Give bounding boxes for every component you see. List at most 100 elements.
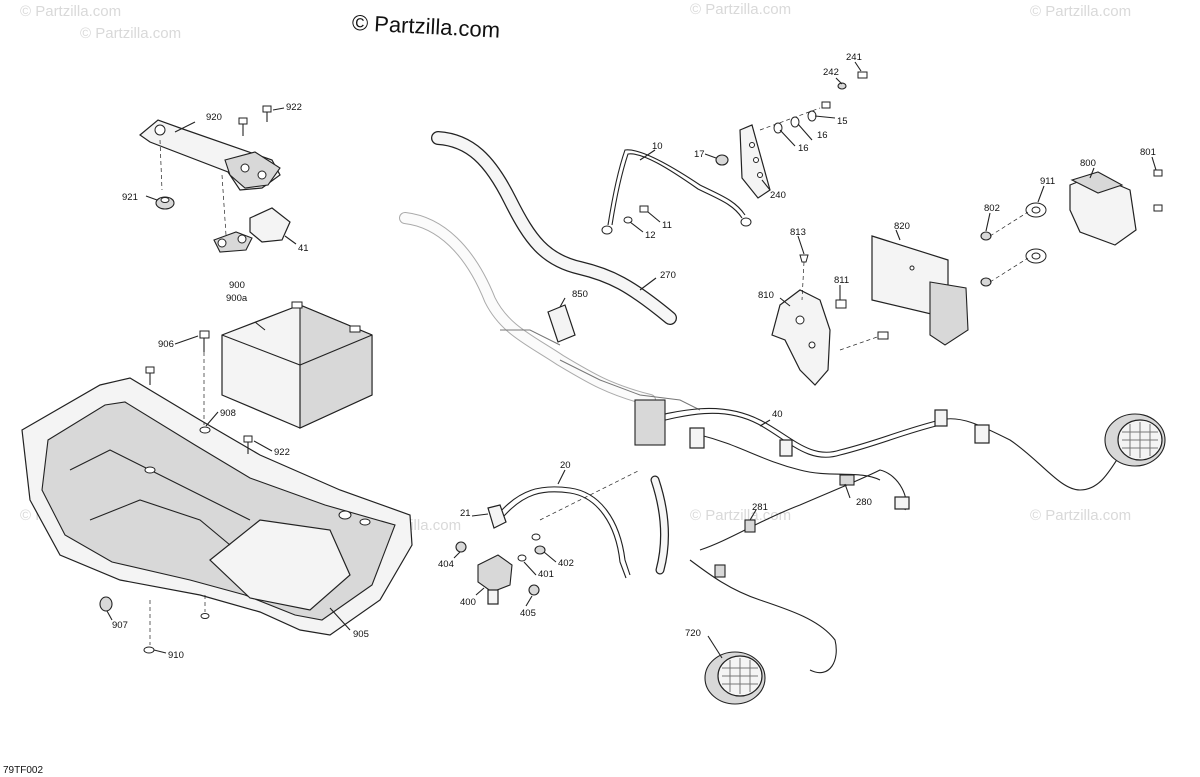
- watermark-layer: © Partzilla.com © Partzilla.com © Partzi…: [20, 1, 1131, 534]
- callout-leaders: [106, 61, 1157, 659]
- callout-404[interactable]: 404: [438, 559, 454, 570]
- nut-404[interactable]: [455, 541, 467, 553]
- callout-12[interactable]: 12: [645, 230, 656, 241]
- nut-921[interactable]: [155, 196, 175, 210]
- battery-tray-905[interactable]: [21, 377, 413, 636]
- wiring-harness-40[interactable]: [634, 399, 1121, 491]
- callout-402[interactable]: 402: [558, 558, 574, 569]
- callout-802[interactable]: 802: [984, 203, 1000, 214]
- screw-813[interactable]: [799, 254, 809, 263]
- callout-813[interactable]: 813: [790, 227, 806, 238]
- nut-907[interactable]: [99, 596, 113, 612]
- solenoid-400[interactable]: [477, 554, 513, 605]
- callout-labels: 920 922 921 41 900 900a 906 908 922 905 …: [112, 52, 1156, 661]
- screw-910[interactable]: [143, 613, 210, 654]
- nut-242[interactable]: [837, 82, 847, 90]
- screw-801[interactable]: [1153, 169, 1163, 212]
- watermark-text: © Partzilla.com: [1030, 3, 1131, 20]
- callout-11[interactable]: 11: [662, 220, 672, 231]
- control-module-800[interactable]: [1069, 171, 1137, 246]
- callout-16[interactable]: 16: [798, 143, 809, 154]
- callout-911[interactable]: 911: [1040, 176, 1055, 187]
- cable-40-lower[interactable]: [650, 475, 670, 575]
- nut-17[interactable]: [715, 154, 729, 166]
- callout-908[interactable]: 908: [220, 408, 236, 419]
- headlight-right[interactable]: [1104, 413, 1166, 467]
- clip-281[interactable]: [714, 519, 756, 578]
- callout-242[interactable]: 242: [823, 67, 839, 78]
- callout-810[interactable]: 810: [758, 290, 774, 301]
- callout-270[interactable]: 270: [660, 270, 676, 281]
- headlight-720[interactable]: [704, 651, 766, 705]
- washer-16[interactable]: [773, 116, 800, 134]
- bolt-241[interactable]: [857, 71, 868, 79]
- callout-40[interactable]: 40: [772, 409, 783, 420]
- callout-15[interactable]: 15: [837, 116, 848, 127]
- watermark-text: © Partzilla.com: [1030, 507, 1131, 524]
- watermark-text: © Partzilla.com: [690, 1, 791, 18]
- callout-800[interactable]: 800: [1080, 158, 1096, 169]
- bolt-906[interactable]: [199, 330, 210, 352]
- callout-241[interactable]: 241: [846, 52, 862, 63]
- callout-920[interactable]: 920: [206, 112, 222, 123]
- harness-280[interactable]: [689, 469, 910, 674]
- bolt-906b[interactable]: [145, 366, 155, 385]
- nut-402[interactable]: [531, 533, 546, 555]
- callout-20[interactable]: 20: [560, 460, 571, 471]
- bracket-240[interactable]: [739, 124, 771, 199]
- watermark-text: © Partzilla.com: [20, 3, 121, 20]
- callout-21[interactable]: 21: [460, 508, 471, 519]
- battery-cable-20[interactable]: [487, 486, 631, 579]
- connector-850[interactable]: [547, 304, 576, 343]
- nut-405[interactable]: [528, 584, 540, 596]
- callout-900[interactable]: 900: [229, 280, 245, 291]
- callout-401[interactable]: 401: [538, 569, 554, 580]
- callout-240[interactable]: 240: [770, 190, 786, 201]
- callout-281[interactable]: 281: [752, 502, 768, 513]
- callout-720[interactable]: 720: [685, 628, 701, 639]
- vent-hose-270[interactable]: [431, 131, 677, 325]
- plate-820[interactable]: [871, 235, 969, 346]
- diagram-code: 79TF002: [3, 765, 43, 776]
- battery-900[interactable]: [221, 301, 373, 429]
- screw-820-lower[interactable]: [877, 331, 889, 340]
- washer-12[interactable]: [623, 216, 633, 224]
- callout-400[interactable]: 400: [460, 597, 476, 608]
- callout-41[interactable]: 41: [298, 243, 309, 254]
- bolt-922-lower[interactable]: [243, 435, 253, 454]
- callout-10[interactable]: 10: [652, 141, 663, 152]
- callout-910[interactable]: 910: [168, 650, 184, 661]
- callout-820[interactable]: 820: [894, 221, 910, 232]
- callout-16[interactable]: 16: [817, 130, 828, 141]
- callout-801[interactable]: 801: [1140, 147, 1156, 158]
- callout-850[interactable]: 850: [572, 289, 588, 300]
- washer-908[interactable]: [199, 426, 211, 434]
- battery-bracket-920[interactable]: [139, 119, 281, 191]
- bolt-top-center[interactable]: [238, 117, 248, 136]
- battery-cable-10[interactable]: [601, 149, 752, 235]
- bolt-11[interactable]: [639, 205, 649, 213]
- watermark-text: © Partzilla.com: [80, 25, 181, 42]
- bolt-15[interactable]: [807, 101, 831, 122]
- nut-401[interactable]: [517, 554, 527, 562]
- callout-906[interactable]: 906: [158, 339, 174, 350]
- main-wiring-harness-bg: [399, 212, 701, 411]
- callout-922[interactable]: 922: [286, 102, 302, 113]
- partzilla-watermark: © Partzilla.com: [351, 10, 500, 43]
- callout-921[interactable]: 921: [122, 192, 138, 203]
- bolt-922-top[interactable]: [262, 105, 272, 122]
- callout-17[interactable]: 17: [694, 149, 705, 160]
- callout-905[interactable]: 905: [353, 629, 369, 640]
- callout-405[interactable]: 405: [520, 608, 536, 619]
- callout-811[interactable]: 811: [834, 275, 849, 286]
- bracket-810[interactable]: [771, 289, 831, 386]
- callout-907[interactable]: 907: [112, 620, 128, 631]
- callout-280[interactable]: 280: [856, 497, 872, 508]
- bolt-811[interactable]: [835, 299, 847, 309]
- callout-922[interactable]: 922: [274, 447, 290, 458]
- terminal-cover-41[interactable]: [213, 207, 291, 253]
- nut-802[interactable]: [980, 231, 992, 287]
- callout-900a[interactable]: 900a: [226, 293, 248, 304]
- grommet-911[interactable]: [1025, 202, 1047, 264]
